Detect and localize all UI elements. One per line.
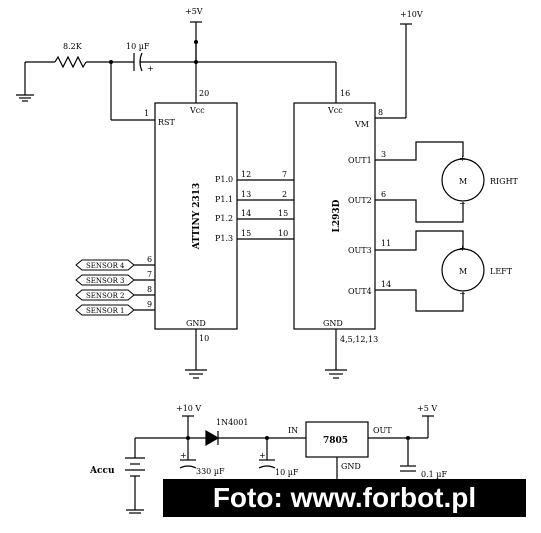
motor-right: M + − RIGHT 3 6 [375,141,519,223]
cap-330-plus: + [180,451,187,460]
resistor-symbol [54,55,87,69]
cap-10-plus: + [259,451,266,460]
attiny2313-chip: ATTINY 2313 RST Vcc GND 1 20 10 P1.0 P1.… [144,89,238,379]
out-pin-3: 3 [381,150,386,159]
motor-right-symbol [441,158,485,202]
out-pin-14: 14 [381,280,391,289]
attiny-gnd-label: GND [186,319,206,328]
cap-01-label: 0.1 µF [421,470,447,479]
sensor-1-label: SENSOR 1 [86,307,125,315]
l293d-vcc-pin: 16 [340,89,350,98]
line-pin-13: 13 [241,190,251,199]
driver-in-pin-2: 2 [282,190,287,199]
attiny-pin-p10: P1.0 [215,175,233,184]
motor-right-plus: + [459,154,466,163]
watermark-banner: Foto: www.forbot.pl [163,479,526,517]
regulator-7805 [305,421,369,458]
l293d-gnd-pins: 4,5,12,13 [340,335,378,344]
attiny-vcc-pin: 20 [199,89,209,98]
attiny-name: ATTINY 2313 [192,183,202,251]
motor-left-m: M [459,267,467,276]
regulator-in: IN [288,426,298,435]
ps-out-supply-label: +5 V [417,404,437,413]
l293d-vcc-label: Vcc [327,106,343,115]
l293d-out4: OUT4 [348,287,372,296]
sensor-pin-8: 8 [147,285,152,294]
cap-330-symbol [179,465,197,469]
motor-left: M + − LEFT 11 14 [375,230,513,312]
attiny-pin-p11: P1.1 [215,195,233,204]
regulator-gnd: GND [341,462,361,471]
l293d-name: L293D [332,199,342,232]
l293d-out2: OUT2 [348,196,372,205]
out-pin-11: 11 [381,239,391,248]
supply-5v-label: +5V [185,7,203,16]
sensor-4-label: SENSOR 4 [86,262,125,270]
attiny-rst-label: RST [158,118,176,127]
diode-symbol [205,429,220,447]
motor-left-label: LEFT [490,267,513,276]
regulator-label: 7805 [323,436,348,446]
l293d-chip: L293D Vcc VM GND 16 8 4,5,12,13 OUT1 OUT… [293,89,383,379]
l293d-out3: OUT3 [348,246,372,255]
attiny-pin-p12: P1.2 [215,214,233,223]
motor-right-m: M [459,177,467,186]
line-pin-15: 15 [241,229,251,238]
reset-network: 8.2K 10 µF + [16,40,337,121]
attiny-vcc-label: Vcc [189,106,205,115]
motor-right-label: RIGHT [490,177,519,186]
l293d-vm-pin: 8 [378,108,383,117]
l293d-out1: OUT1 [348,156,372,165]
attiny-rst-pin: 1 [144,109,149,118]
cap-10-symbol [258,465,276,469]
line-pin-14: 14 [241,209,251,218]
supply-10v: +10V [375,10,423,119]
sensor-pin-7: 7 [147,270,152,279]
out-pin-6: 6 [381,190,386,199]
line-pin-12: 12 [241,170,251,179]
resistor-label: 8.2K [63,42,83,51]
sensor-pin-6: 6 [147,255,152,264]
sensor-2-label: SENSOR 2 [86,292,125,300]
l293d-vm-label: VM [354,120,369,129]
driver-in-pin-10: 10 [278,229,288,238]
ps-in-supply-label: +10 V [176,404,201,413]
driver-in-pin-15: 15 [278,209,288,218]
battery-label: Accu [89,466,115,476]
attiny-pin-p13: P1.3 [215,234,233,243]
sensor-3-label: SENSOR 3 [86,277,125,285]
attiny-gnd-pin: 10 [199,334,209,343]
motor-left-plus: + [459,244,466,253]
power-supply: +10 V +5 V 1N4001 7805 IN OUT GND [89,404,447,514]
battery-symbol [125,457,145,514]
regulator-out: OUT [373,426,392,435]
motor-right-minus: − [459,199,466,208]
motor-left-minus: − [459,289,466,298]
supply-10v-label: +10V [400,10,423,19]
sensor-pin-9: 9 [147,300,152,309]
capacitor-plus: + [147,64,154,73]
l293d-gnd-label: GND [323,319,343,328]
diode-label: 1N4001 [216,418,248,427]
sensor-inputs: SENSOR 4 6 SENSOR 3 7 SENSOR 2 8 SENSOR … [75,255,155,316]
driver-in-pin-7: 7 [282,170,287,179]
cap-330-label: 330 µF [196,467,225,476]
motor-left-symbol [441,248,485,292]
cap-10-label: 10 µF [275,468,299,477]
control-lines: 12 13 14 15 7 2 15 10 [237,170,294,240]
capacitor-label: 10 µF [126,42,150,51]
